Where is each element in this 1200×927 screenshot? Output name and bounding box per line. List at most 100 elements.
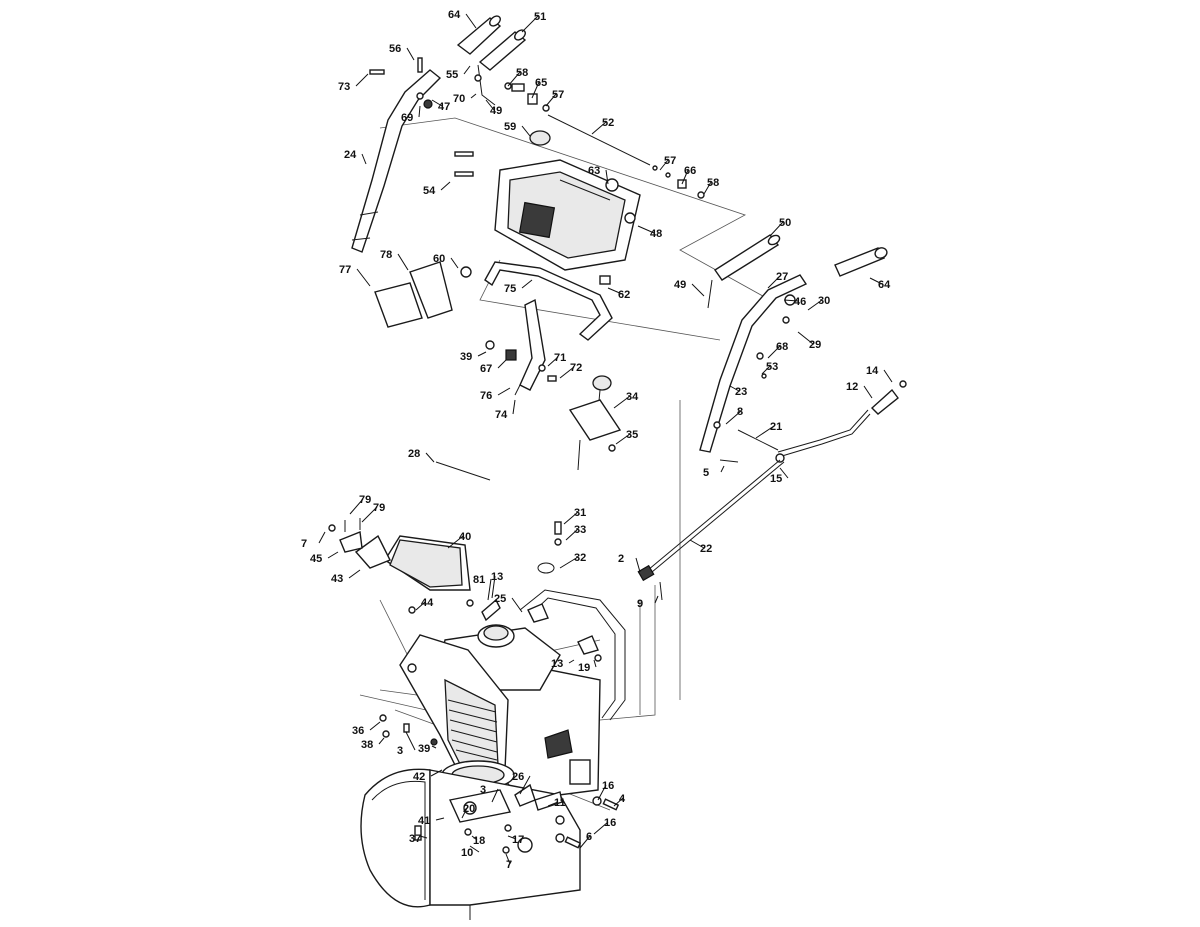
callout-label-28: 28 bbox=[408, 448, 420, 460]
rod-28 bbox=[435, 461, 491, 481]
leader-line-69 bbox=[418, 105, 421, 118]
callout-label-2: 2 bbox=[618, 553, 624, 565]
leader-line-58 bbox=[507, 71, 521, 87]
callout-label-55: 55 bbox=[446, 69, 458, 81]
leader-line-7 bbox=[505, 853, 511, 865]
leader-line-46 bbox=[783, 299, 799, 302]
leader-line-77 bbox=[356, 268, 371, 287]
callout-label-15: 15 bbox=[770, 473, 782, 485]
callout-label-44: 44 bbox=[421, 597, 434, 609]
callout-label-30: 30 bbox=[818, 295, 830, 307]
leader-line-38 bbox=[378, 737, 385, 745]
leader-line-76 bbox=[497, 387, 511, 396]
leader-line-21 bbox=[755, 425, 775, 439]
callout-label-4: 4 bbox=[619, 793, 626, 805]
leader-line-20 bbox=[461, 807, 468, 819]
leader-line-81 bbox=[487, 578, 492, 601]
leader-line-58 bbox=[703, 181, 712, 195]
callout-label-42: 42 bbox=[413, 771, 425, 783]
callout-label-64: 64 bbox=[878, 279, 891, 291]
right-handle-grips bbox=[707, 234, 888, 309]
callout-label-60: 60 bbox=[433, 253, 445, 265]
leader-line-44 bbox=[415, 601, 426, 611]
callout-label-18: 18 bbox=[473, 835, 485, 847]
callout-label-5: 5 bbox=[703, 467, 709, 479]
callout-label-69: 69 bbox=[401, 112, 413, 124]
chute-small-hardware bbox=[481, 521, 562, 622]
left-upper-handle bbox=[351, 69, 442, 253]
leader-line-14 bbox=[883, 369, 893, 383]
callout-label-71: 71 bbox=[554, 352, 566, 364]
leader-line-48 bbox=[637, 225, 655, 234]
leader-line-15 bbox=[779, 467, 789, 479]
auger-housing bbox=[360, 768, 581, 920]
callout-label-43: 43 bbox=[331, 573, 343, 585]
leader-line-43 bbox=[348, 569, 361, 579]
leader-line-52 bbox=[591, 121, 607, 135]
leader-line-3 bbox=[405, 731, 416, 751]
leader-line-22 bbox=[689, 539, 705, 549]
leader-line-4 bbox=[613, 797, 624, 807]
left-handle-grips bbox=[456, 15, 527, 106]
leader-line-26 bbox=[519, 775, 531, 795]
callout-label-58: 58 bbox=[707, 177, 719, 189]
callout-label-79: 79 bbox=[373, 502, 385, 514]
leader-line-79 bbox=[361, 506, 378, 523]
control-panel-housing bbox=[460, 159, 641, 285]
callout-label-17: 17 bbox=[512, 834, 524, 846]
callout-label-52: 52 bbox=[602, 117, 614, 129]
callout-label-33: 33 bbox=[574, 524, 586, 536]
shift-linkage bbox=[485, 298, 557, 396]
callout-label-29: 29 bbox=[809, 339, 821, 351]
leader-line-23 bbox=[729, 385, 740, 392]
callout-label-81: 81 bbox=[473, 574, 485, 586]
callout-label-7: 7 bbox=[506, 859, 512, 871]
callout-label-49: 49 bbox=[674, 279, 686, 291]
callout-label-58: 58 bbox=[516, 67, 528, 79]
callout-label-39: 39 bbox=[460, 351, 472, 363]
callout-label-72: 72 bbox=[570, 362, 582, 374]
callout-label-27: 27 bbox=[776, 271, 788, 283]
callout-label-57: 57 bbox=[664, 155, 676, 167]
leader-line-34 bbox=[613, 395, 631, 409]
leader-line-16 bbox=[597, 784, 607, 801]
lower-hardware bbox=[379, 714, 620, 854]
callout-label-54: 54 bbox=[423, 185, 436, 197]
leader-line-37 bbox=[419, 835, 428, 839]
leader-line-35 bbox=[615, 433, 631, 445]
leader-line-16 bbox=[593, 821, 609, 835]
callout-label-75: 75 bbox=[504, 283, 516, 295]
callout-label-19: 19 bbox=[578, 662, 590, 674]
callout-label-47: 47 bbox=[438, 101, 450, 113]
callout-label-46: 46 bbox=[794, 296, 806, 308]
leader-line-60 bbox=[450, 257, 459, 269]
leader-line-62 bbox=[607, 287, 623, 295]
callout-label-64: 64 bbox=[448, 9, 461, 21]
leader-line-12 bbox=[863, 385, 873, 399]
callout-label-66: 66 bbox=[684, 165, 696, 177]
leader-line-45 bbox=[327, 551, 339, 559]
leader-line-53 bbox=[761, 365, 771, 375]
leader-line-70 bbox=[470, 93, 477, 99]
leader-line-40 bbox=[447, 535, 464, 549]
callout-label-21: 21 bbox=[770, 421, 782, 433]
callout-label-67: 67 bbox=[480, 363, 492, 375]
callout-label-16: 16 bbox=[602, 780, 614, 792]
callout-label-31: 31 bbox=[574, 507, 586, 519]
leader-line-55 bbox=[463, 65, 471, 75]
leader-line-28 bbox=[425, 452, 435, 463]
callout-label-63: 63 bbox=[588, 165, 600, 177]
callout-label-70: 70 bbox=[453, 93, 465, 105]
leader-line-65 bbox=[531, 81, 540, 99]
leader-line-49 bbox=[485, 99, 495, 111]
callout-label-50: 50 bbox=[779, 217, 791, 229]
callout-label-62: 62 bbox=[618, 289, 630, 301]
leader-line-36 bbox=[369, 721, 381, 731]
leader-line-78 bbox=[397, 253, 409, 271]
leader-line-64 bbox=[869, 277, 883, 285]
leader-line-57 bbox=[545, 93, 557, 107]
leader-line-57 bbox=[659, 159, 669, 171]
